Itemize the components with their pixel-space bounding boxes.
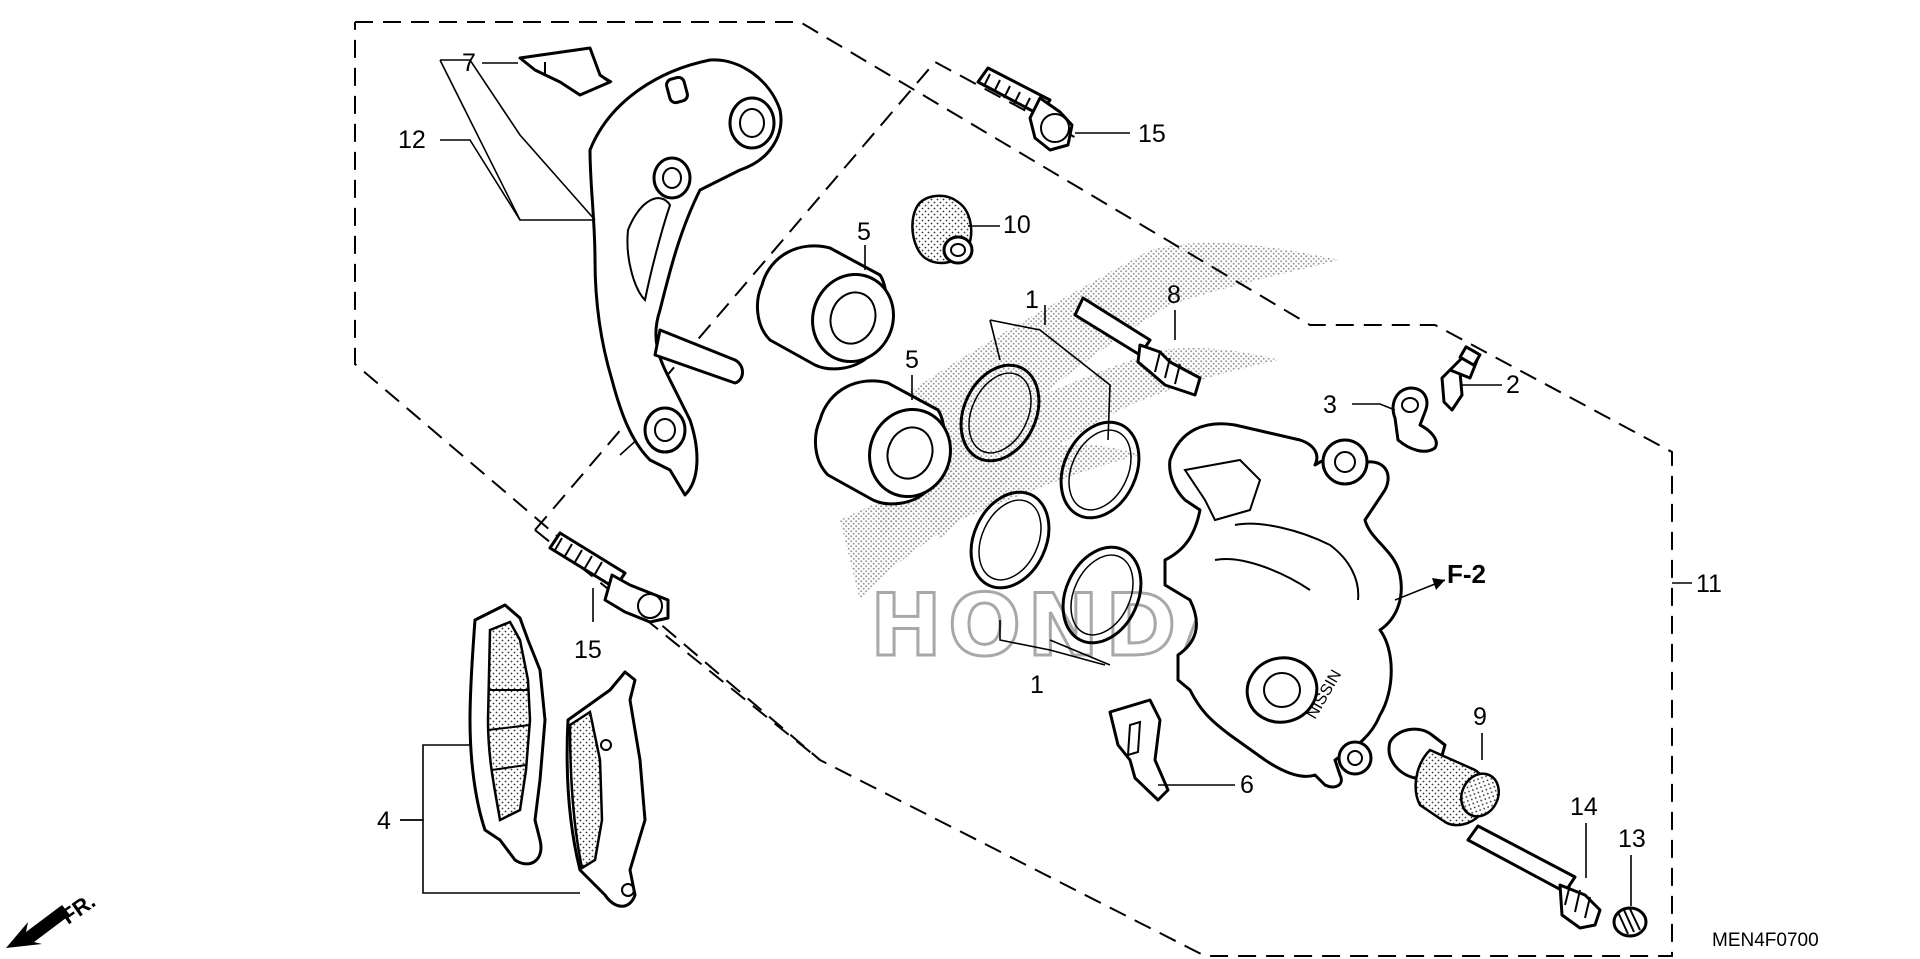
leader-lines — [400, 59, 1692, 906]
pad-pin-bolt — [1466, 824, 1602, 930]
caliper-piston-upper — [756, 244, 895, 371]
slide-pin — [1073, 296, 1202, 397]
callout-15-upper: 15 — [1138, 120, 1166, 148]
callout-4: 4 — [377, 807, 391, 835]
pad-spring — [1108, 698, 1170, 802]
callout-1-lower: 1 — [1030, 671, 1044, 699]
callout-10: 10 — [1003, 211, 1031, 239]
reference-arrow — [1394, 578, 1446, 601]
bleeder-cap — [1391, 386, 1438, 453]
front-direction-label: FR. — [57, 888, 100, 929]
diagram-code: MEN4F0700 — [1712, 930, 1819, 951]
pin-boot-lower — [1387, 727, 1501, 827]
piston-seal-set — [959, 363, 1143, 645]
callout-13: 13 — [1618, 825, 1646, 853]
callout-9: 9 — [1473, 703, 1487, 731]
pin-boot — [911, 194, 974, 265]
brake-pad-set — [468, 603, 647, 908]
callout-12: 12 — [398, 126, 426, 154]
callout-5-upper: 5 — [857, 218, 871, 246]
bleeder-screw — [1440, 345, 1482, 412]
callout-5-lower: 5 — [905, 346, 919, 374]
callout-7: 7 — [462, 49, 476, 77]
callout-11: 11 — [1696, 570, 1722, 598]
reference-label: F-2 — [1447, 559, 1486, 589]
front-direction-arrow-icon — [6, 905, 70, 948]
callout-2: 2 — [1506, 371, 1520, 399]
callout-6: 6 — [1240, 771, 1254, 799]
caliper-bolt-upper — [976, 66, 1074, 152]
callout-8: 8 — [1167, 281, 1181, 309]
callout-3: 3 — [1323, 391, 1337, 419]
pad-pin-plug — [1612, 906, 1648, 938]
callout-14: 14 — [1570, 793, 1598, 821]
caliper-body: NISSIN — [1163, 422, 1403, 789]
callout-1-upper: 1 — [1025, 286, 1039, 314]
caliper-bolt-lower — [548, 531, 670, 624]
caliper-bracket — [588, 58, 783, 497]
caliper-piston-lower — [814, 379, 952, 506]
bracket-spring-clip — [518, 46, 613, 97]
callout-15-lower: 15 — [574, 636, 602, 664]
